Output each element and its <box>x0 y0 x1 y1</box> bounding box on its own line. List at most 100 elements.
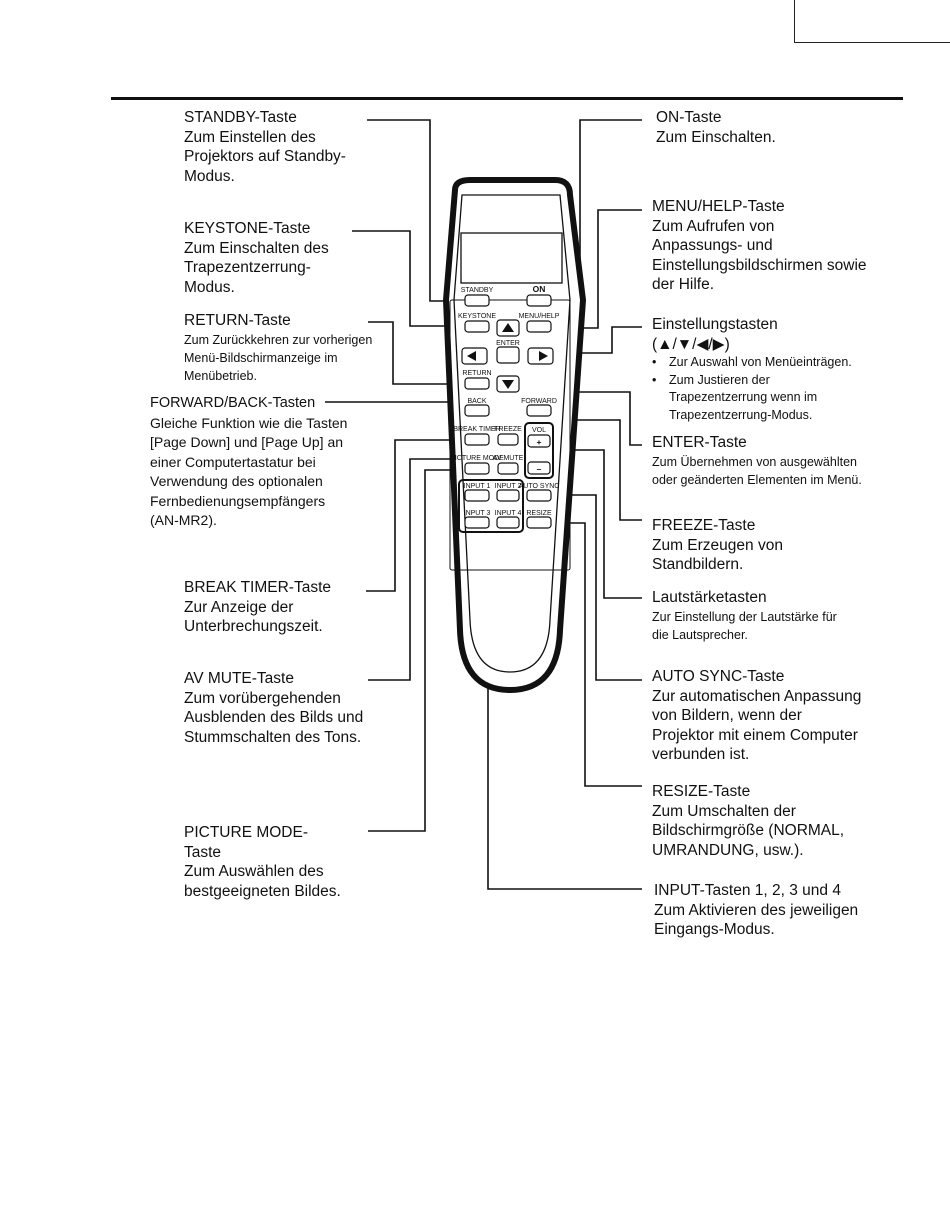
remote-input4-button <box>496 516 520 529</box>
remote-menu-help-button <box>526 320 552 333</box>
remote-ir-window <box>460 232 563 284</box>
callout-desc: Zum Umschalten der Bildschirmgröße (NORM… <box>652 802 845 859</box>
left-arrow-icon <box>467 351 476 361</box>
callout-desc: Zum Aufrufen von Anpassungs- und Einstel… <box>652 217 867 294</box>
remote-break-timer-button <box>464 433 490 446</box>
callout-desc: Zur Anzeige der Unterbrechungszeit. <box>184 598 323 636</box>
remote-label-input3: INPUT 3 <box>464 510 491 517</box>
remote-standby-button <box>464 294 490 307</box>
remote-resize-button <box>526 516 552 529</box>
callout-av-mute: AV MUTE-Taste Zum vorübergehenden Ausble… <box>184 669 364 747</box>
leader-keystone <box>352 230 465 327</box>
remote-label-enter: ENTER <box>496 340 520 347</box>
remote-input3-button <box>464 516 490 529</box>
leader-freeze <box>550 419 642 521</box>
callout-title: ENTER-Taste <box>652 434 747 451</box>
remote-freeze-button <box>497 433 519 446</box>
remote-keystone-button <box>464 320 490 333</box>
down-arrow-icon <box>502 380 514 389</box>
remote-label-forward: FORWARD <box>521 398 557 405</box>
callout-desc: Gleiche Funktion wie die Tasten [Page Do… <box>150 414 348 529</box>
page-corner-box <box>794 0 950 43</box>
remote-label-on: ON <box>533 284 546 294</box>
callout-title: AV MUTE-Taste <box>184 670 294 687</box>
right-arrow-icon <box>539 351 548 361</box>
header-rule <box>111 97 903 100</box>
callout-picture-mode: PICTURE MODE-Taste Zum Auswählen des bes… <box>184 823 344 901</box>
remote-label-input4: INPUT 4 <box>495 510 522 517</box>
callout-title: RETURN-Taste <box>184 312 291 329</box>
remote-label-input1: INPUT 1 <box>464 483 491 490</box>
remote-forward-button <box>526 404 552 417</box>
remote-vol-group <box>524 422 554 479</box>
remote-label-auto-sync: AUTO SYNC <box>519 483 560 490</box>
leader-picture-mode <box>368 469 465 832</box>
callout-desc: Zum Auswählen des bestgeeigneten Bildes. <box>184 863 341 900</box>
leader-return <box>368 321 463 385</box>
remote-input1-button <box>464 489 490 502</box>
callout-desc: Zum Erzeugen von Standbildern. <box>652 536 783 574</box>
remote-label-return: RETURN <box>462 370 491 377</box>
remote-label-standby: STANDBY <box>461 287 494 294</box>
remote-on-button <box>526 294 552 307</box>
callout-menu-help: MENU/HELP-Taste Zum Aufrufen von Anpassu… <box>652 197 867 295</box>
callout-enter: ENTER-Taste Zum Übernehmen von ausgewähl… <box>652 433 877 489</box>
callout-input: INPUT-Tasten 1, 2, 3 und 4 Zum Aktiviere… <box>654 881 869 940</box>
remote-label-vol: VOL <box>532 427 546 434</box>
remote-label-back: BACK <box>467 398 486 405</box>
remote-av-mute-button <box>497 462 519 475</box>
remote-label-av-mute: AV MUTE <box>493 455 524 462</box>
callout-auto-sync: AUTO SYNC-Taste Zur automatischen Anpass… <box>652 667 867 765</box>
callout-break-timer: BREAK TIMER-Taste Zur Anzeige der Unterb… <box>184 578 359 637</box>
leader-volume <box>550 449 642 599</box>
callout-desc: Zum Einschalten des Trapezentzerrung-Mod… <box>184 239 329 296</box>
callout-desc: Zum Aktivieren des jeweiligen Eingangs-M… <box>654 901 859 939</box>
callout-title: RESIZE-Taste <box>652 783 751 800</box>
callout-desc: Zum Zurückkehren zur vorherigen Menü-Bil… <box>184 332 373 383</box>
remote-label-menu-help: MENU/HELP <box>519 313 560 320</box>
callout-title: ON-Taste <box>656 109 722 126</box>
remote-label-plus: + <box>537 437 542 447</box>
callout-title: PICTURE MODE-Taste <box>184 824 308 861</box>
callout-resize: RESIZE-Taste Zum Umschalten der Bildschi… <box>652 782 877 860</box>
callout-title: INPUT-Tasten 1, 2, 3 und 4 <box>654 882 841 899</box>
callout-return: RETURN-Taste Zum Zurückkehren zur vorher… <box>184 311 379 385</box>
remote-auto-sync-button <box>526 489 552 502</box>
callout-bullet: Zur Auswahl von Menüeinträgen. <box>652 354 867 372</box>
callout-title: Lautstärketasten <box>652 589 767 606</box>
callout-title: MENU/HELP-Taste <box>652 198 785 215</box>
callout-title: STANDBY-Taste <box>184 109 297 126</box>
remote-label-input2: INPUT 2 <box>495 483 522 490</box>
remote-picture-mode-button <box>464 462 490 475</box>
callout-desc: Zum Übernehmen von ausgewählten oder geä… <box>652 454 862 487</box>
callout-title: AUTO SYNC-Taste <box>652 668 785 685</box>
callout-subtitle: (▲/▼/◀/▶) <box>652 335 730 353</box>
remote-label-resize: RESIZE <box>526 510 552 517</box>
callout-adjust: Einstellungstasten (▲/▼/◀/▶) Zur Auswahl… <box>652 315 867 424</box>
remote-arrow-glyphs <box>467 323 548 389</box>
callout-volume: Lautstärketasten Zur Einstellung der Lau… <box>652 588 852 644</box>
remote-vol-plus-button <box>527 434 551 448</box>
callout-on: ON-Taste Zum Einschalten. <box>656 108 846 147</box>
callout-desc: Zur Einstellung der Lautstärke für die L… <box>652 609 837 642</box>
callout-freeze: FREEZE-Taste Zum Erzeugen von Standbilde… <box>652 516 827 575</box>
remote-back-button <box>464 404 490 417</box>
callout-desc: Zum Einstellen des Projektors auf Standb… <box>184 128 346 185</box>
remote-label-break-timer: BREAK TIMER <box>453 426 500 433</box>
callout-desc: Zum Einschalten. <box>656 128 776 146</box>
remote-input2-button <box>496 489 520 502</box>
callout-desc: Zum vorübergehenden Ausblenden des Bilds… <box>184 689 364 746</box>
remote-label-keystone: KEYSTONE <box>458 313 496 320</box>
remote-vol-minus-button <box>527 461 551 475</box>
callout-bullet: Zum Justieren der Trapezentzerrung wenn … <box>652 372 867 425</box>
callout-desc: Zur automatischen Anpassung von Bildern,… <box>652 687 862 764</box>
callout-keystone: KEYSTONE-Taste Zum Einschalten des Trape… <box>184 219 354 297</box>
remote-return-button <box>464 377 490 390</box>
remote-enter-button <box>496 346 520 364</box>
leader-break-timer <box>366 439 462 592</box>
remote-label-freeze: FREEZE <box>494 426 522 433</box>
callout-title: KEYSTONE-Taste <box>184 220 311 237</box>
remote-label-minus: – <box>537 464 542 474</box>
